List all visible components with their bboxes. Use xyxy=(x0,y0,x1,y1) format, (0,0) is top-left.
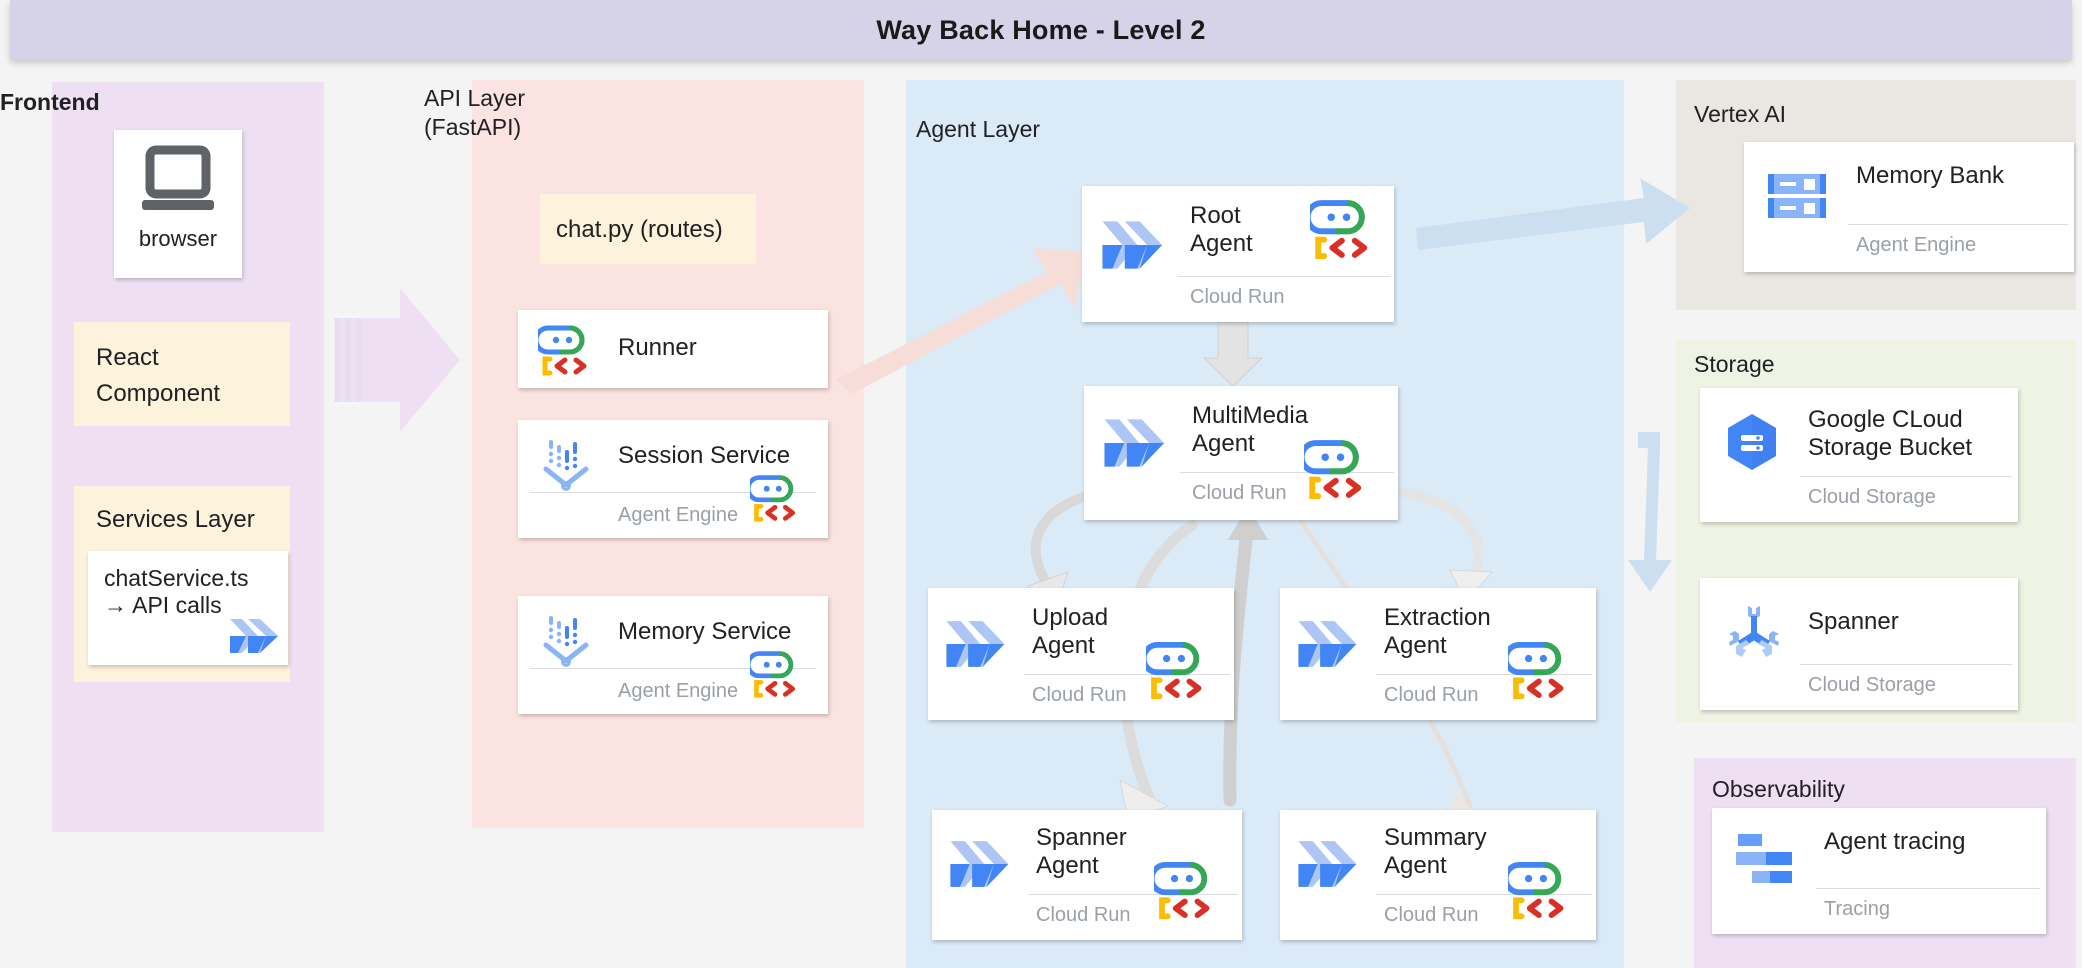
box-chat-py-routes[interactable]: chat.py (routes) xyxy=(540,194,756,264)
agent-tracing-footer: Tracing xyxy=(1824,898,1890,920)
cloud-run-icon xyxy=(230,619,278,653)
agent-engine-icon xyxy=(543,440,589,491)
cloud-run-icon xyxy=(1298,621,1357,667)
session-service-footer: Agent Engine xyxy=(618,504,739,526)
memory-bank-title: Memory Bank xyxy=(1856,162,2005,189)
zone-label-vertex-ai: Vertex AI xyxy=(1694,101,1787,127)
adk-agent-icon xyxy=(1310,200,1368,260)
agent-engine-icon xyxy=(543,616,589,667)
card-divider xyxy=(1800,476,2012,477)
card-divider xyxy=(1024,674,1230,675)
spanner-icon xyxy=(1729,606,1779,657)
title-bar: Way Back Home - Level 2 xyxy=(10,0,2072,60)
upload-agent-footer: Cloud Run xyxy=(1032,684,1127,706)
card-divider xyxy=(530,492,816,493)
cloud-run-icon xyxy=(946,621,1005,667)
card-divider xyxy=(1848,224,2068,225)
card-spanner-agent[interactable]: Spanner Agent Cloud Run xyxy=(932,810,1242,940)
spanner-agent-footer: Cloud Run xyxy=(1036,904,1131,926)
runner-title: Runner xyxy=(618,334,697,361)
memory-bank-icon xyxy=(1768,174,1826,218)
zone-label-agent-layer: Agent Layer xyxy=(916,116,1041,142)
multimedia-agent-title: MultiMedia Agent xyxy=(1192,402,1309,458)
zone-label-frontend: Frontend xyxy=(0,89,100,115)
card-chat-service[interactable]: chatService.ts → API calls xyxy=(88,551,288,665)
agent-tracing-title: Agent tracing xyxy=(1824,828,1966,855)
arrow-agent-to-storage xyxy=(1628,432,1672,592)
spanner-footer: Cloud Storage xyxy=(1808,674,1936,696)
cloud-storage-icon xyxy=(1728,414,1776,470)
adk-agent-icon xyxy=(750,651,796,698)
memory-bank-footer: Agent Engine xyxy=(1856,234,1977,256)
adk-agent-icon xyxy=(538,325,587,376)
adk-agent-icon xyxy=(1146,642,1202,700)
card-upload-agent[interactable]: Upload Agent Cloud Run xyxy=(928,588,1234,720)
upload-agent-title: Upload Agent xyxy=(1032,604,1109,660)
zone-label-storage: Storage xyxy=(1694,351,1775,377)
arrow-frontend-to-api xyxy=(334,288,460,432)
card-divider xyxy=(1816,888,2040,889)
tracing-icon xyxy=(1736,834,1792,883)
card-runner[interactable]: Runner xyxy=(518,310,828,388)
cloud-storage-bucket-title: Google CLoud Storage Bucket xyxy=(1808,406,1973,462)
react-component-label: React Component xyxy=(96,344,221,407)
cloud-run-icon xyxy=(1298,841,1357,887)
cloud-run-icon xyxy=(1102,221,1163,269)
adk-agent-icon xyxy=(1304,440,1362,500)
card-divider xyxy=(1376,674,1592,675)
card-browser[interactable]: browser xyxy=(114,130,242,278)
summary-agent-title: Summary Agent xyxy=(1384,824,1487,880)
card-root-agent[interactable]: Root Agent Cloud Run xyxy=(1082,186,1394,322)
browser-label: browser xyxy=(138,226,218,251)
extraction-agent-footer: Cloud Run xyxy=(1384,684,1479,706)
card-cloud-storage-bucket[interactable]: Google CLoud Storage Bucket Cloud Storag… xyxy=(1700,388,2018,522)
adk-agent-icon xyxy=(1508,642,1564,700)
root-agent-footer: Cloud Run xyxy=(1190,286,1285,308)
adk-agent-icon xyxy=(750,475,796,522)
cloud-run-icon xyxy=(1104,419,1165,467)
card-divider xyxy=(1376,894,1592,895)
adk-agent-icon xyxy=(1154,862,1210,920)
spanner-agent-title: Spanner Agent xyxy=(1036,824,1127,880)
memory-service-footer: Agent Engine xyxy=(618,680,739,702)
root-agent-title: Root Agent xyxy=(1190,202,1253,258)
cloud-storage-bucket-footer: Cloud Storage xyxy=(1808,486,1936,508)
card-summary-agent[interactable]: Summary Agent Cloud Run xyxy=(1280,810,1596,940)
card-extraction-agent[interactable]: Extraction Agent Cloud Run xyxy=(1280,588,1596,720)
laptop-icon xyxy=(142,145,214,210)
adk-agent-icon xyxy=(1508,862,1564,920)
card-divider xyxy=(1178,276,1390,277)
zone-label-observability: Observability xyxy=(1712,776,1845,802)
services-layer-label: Services Layer xyxy=(96,506,255,533)
spanner-title: Spanner xyxy=(1808,608,1899,635)
card-multimedia-agent[interactable]: MultiMedia Agent Cloud Run xyxy=(1084,386,1398,520)
card-divider xyxy=(530,668,816,669)
card-divider xyxy=(1180,472,1394,473)
cloud-run-icon xyxy=(950,841,1009,887)
card-memory-service[interactable]: Memory Service Agent Engine xyxy=(518,596,828,714)
multimedia-agent-footer: Cloud Run xyxy=(1192,482,1287,504)
memory-service-title: Memory Service xyxy=(618,618,792,645)
card-spanner[interactable]: Spanner Cloud Storage xyxy=(1700,578,2018,710)
page-title: Way Back Home - Level 2 xyxy=(876,14,1206,45)
card-divider xyxy=(1800,664,2012,665)
card-agent-tracing[interactable]: Agent tracing Tracing xyxy=(1712,808,2046,934)
chat-py-label: chat.py (routes) xyxy=(556,216,723,243)
extraction-agent-title: Extraction Agent xyxy=(1384,604,1491,660)
box-react-component[interactable]: React Component xyxy=(74,322,290,426)
summary-agent-footer: Cloud Run xyxy=(1384,904,1479,926)
card-memory-bank[interactable]: Memory Bank Agent Engine xyxy=(1744,142,2074,272)
session-service-title: Session Service xyxy=(618,442,791,469)
card-divider xyxy=(1028,894,1238,895)
card-session-service[interactable]: Session Service Agent Engine xyxy=(518,420,828,538)
zone-label-api-layer: API Layer (FastAPI) xyxy=(424,85,525,140)
chat-service-label: chatService.ts → API calls xyxy=(104,565,249,619)
